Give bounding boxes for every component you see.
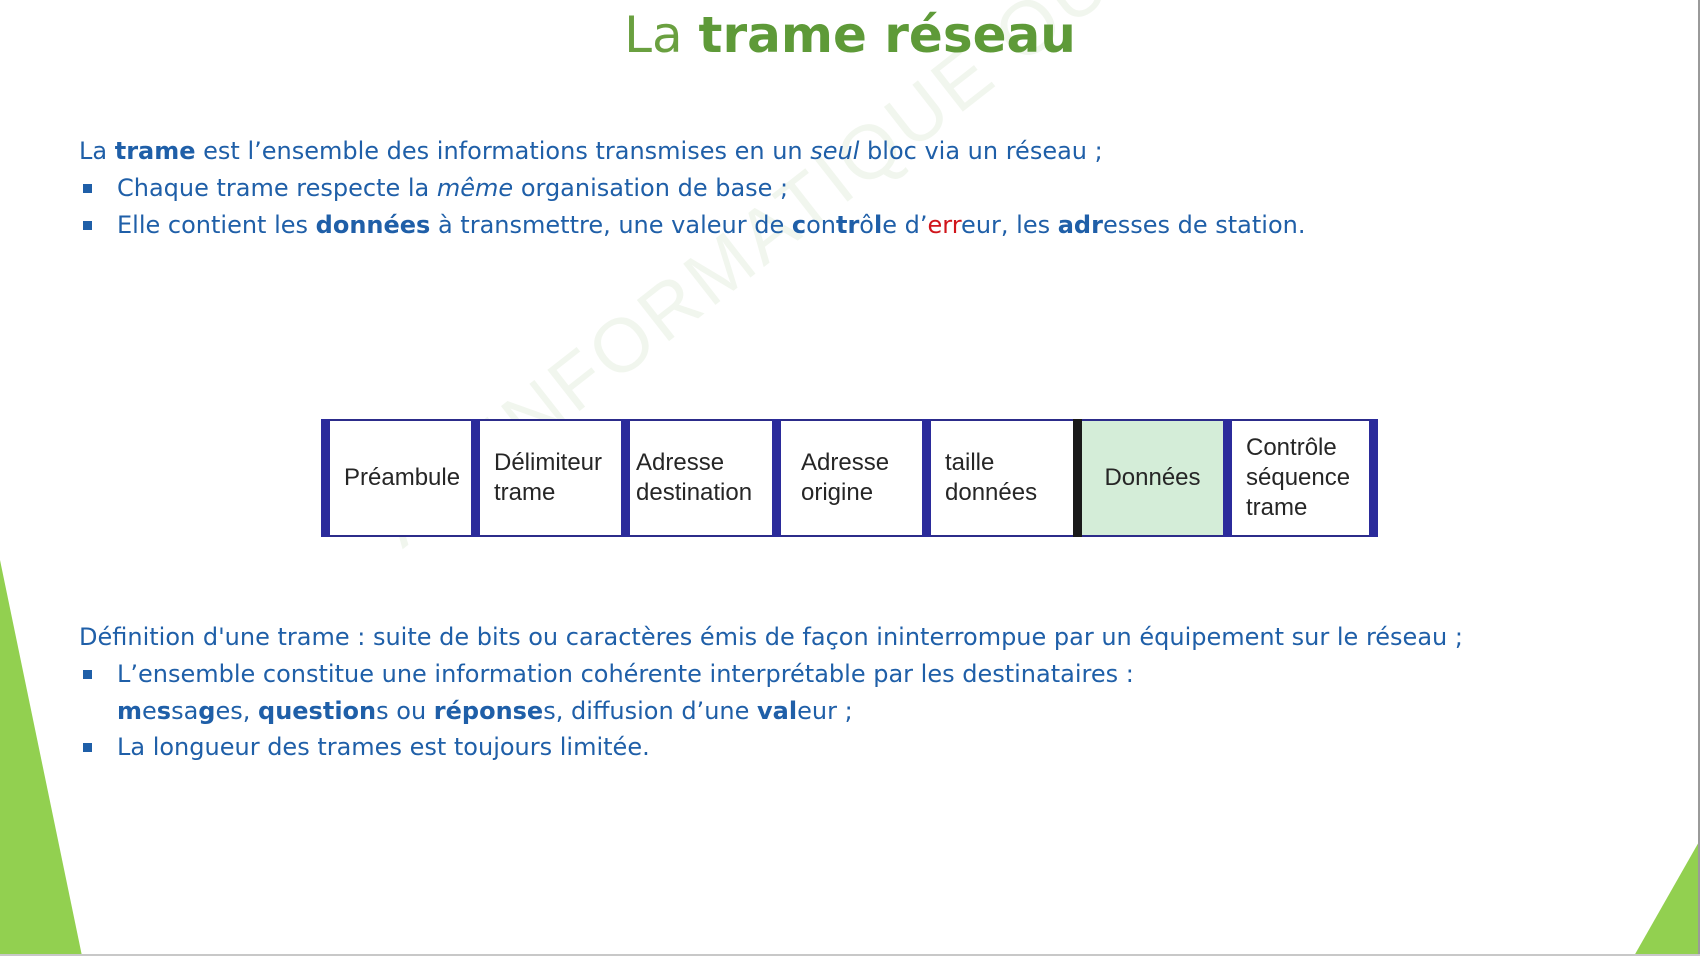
right-green-triangle <box>1634 840 1700 956</box>
frame-structure-diagram: Préambule Délimiteur trame Adresse desti… <box>321 419 1378 537</box>
frame-separator <box>772 419 781 537</box>
bullet-frame-length: La longueur des trames est toujours limi… <box>117 733 650 761</box>
field-adresse-origine: Adresse origine <box>781 419 922 537</box>
field-taille-donnees: taille données <box>931 419 1073 537</box>
field-preambule: Préambule <box>330 419 471 537</box>
bullet-same-organisation: Chaque trame respecte la même organisati… <box>117 174 789 202</box>
frame-separator <box>471 419 480 537</box>
definition-text: Définition d'une trame : suite de bits o… <box>79 623 1463 651</box>
bullet-marker <box>83 184 92 193</box>
slide-bottom-edge <box>0 954 1700 956</box>
title-part1: La <box>624 6 699 64</box>
frame-separator <box>922 419 931 537</box>
left-green-triangle <box>0 560 82 956</box>
bullet-coherent-information-continued: messages, questions ou réponses, diffusi… <box>117 697 853 725</box>
bullet-coherent-information: L’ensemble constitue une information coh… <box>117 660 1134 688</box>
intro-text: La trame est l’ensemble des informations… <box>79 137 1103 165</box>
bullet-marker <box>83 221 92 230</box>
field-adresse-destination: Adresse destination <box>630 419 772 537</box>
frame-separator <box>1369 419 1378 537</box>
field-donnees: Données <box>1082 419 1223 537</box>
frame-separator <box>1223 419 1232 537</box>
slide-title: La trame réseau <box>0 6 1700 64</box>
bullet-marker <box>83 670 92 679</box>
bullet-frame-contents: Elle contient les données à transmettre,… <box>117 211 1306 239</box>
field-delimiteur-trame: Délimiteur trame <box>480 419 621 537</box>
slide-right-edge <box>1698 0 1700 956</box>
frame-separator <box>621 419 630 537</box>
field-controle-sequence-trame: Contrôle séquence trame <box>1232 419 1369 537</box>
frame-separator <box>321 419 330 537</box>
bullet-marker <box>83 743 92 752</box>
frame-separator <box>1073 419 1082 537</box>
title-part2: trame réseau <box>698 6 1076 64</box>
